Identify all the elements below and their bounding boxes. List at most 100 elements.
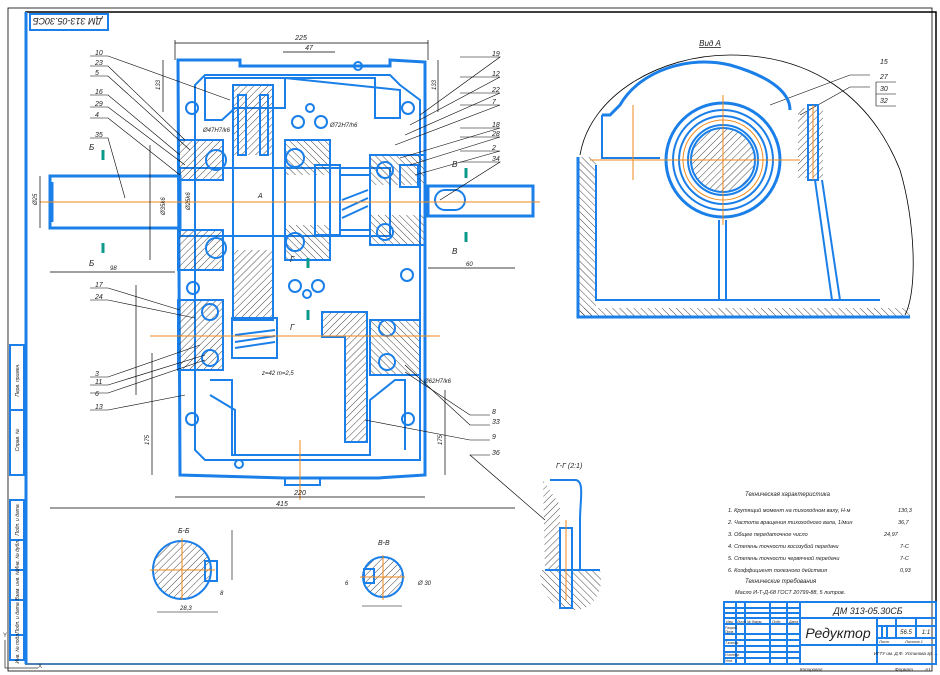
cut-label-b-top: Б — [89, 143, 94, 152]
gear-note: z=42 m=2,5 — [261, 371, 294, 377]
spec-value-4: 7-С — [900, 544, 909, 550]
callout-9: 9 — [492, 434, 496, 441]
section-vv — [360, 555, 405, 607]
tb-role-dev: Разраб. — [725, 626, 738, 630]
cut-label-g-top: Г — [290, 255, 295, 264]
section-bb-dim: 28,3 — [179, 606, 192, 612]
callout-6: 6 — [95, 391, 99, 398]
tech-specs-list: 1. Крутящий момент на тихоходном валу, Н… — [727, 507, 913, 574]
stamp-sign-date-2: Подп. и дата — [15, 602, 21, 634]
tb-header-izm: Изм. — [726, 620, 733, 624]
cut-label-b-bottom: Б — [89, 259, 94, 268]
cut-label-g-bottom: Г — [290, 323, 295, 332]
section-vv-title: В-В — [378, 540, 390, 547]
callout-4: 4 — [95, 112, 99, 119]
main-view — [48, 58, 535, 486]
title-org: ИГТУ им. Д.Ф. Устинова гр. ... — [874, 651, 938, 656]
format-value: А1 — [924, 667, 931, 672]
tb-header-date: Дата — [788, 620, 798, 624]
section-bb-key: 8 — [220, 591, 224, 597]
stamp-inv: Инв. № подл. — [15, 632, 21, 663]
spec-value-3: 24,97 — [883, 532, 899, 538]
spec-line-3: 3. Общее передаточное число — [728, 532, 808, 538]
callout-13: 13 — [95, 404, 103, 411]
callout-34: 34 — [492, 156, 500, 163]
callout-leaders — [90, 55, 870, 521]
dim-lower-right: 175 — [438, 434, 444, 445]
tb-role-tcontrol: Т.контр. — [725, 641, 739, 645]
view-a-title: Вид А — [699, 39, 721, 48]
stamp-first-use: Перв. примен. — [15, 363, 21, 396]
fit-2: Ø35k6 — [161, 197, 167, 216]
title-designation: ДМ 313-05.30СБ — [832, 606, 902, 616]
dim-base-width: 220 — [293, 490, 306, 497]
section-gg-title: Г-Г (2:1) — [556, 463, 582, 470]
title-block — [723, 601, 937, 665]
callout-8: 8 — [492, 409, 496, 416]
tech-req-line: Масло И-Т-Д-68 ГОСТ 20799-88, 5 литров. — [735, 590, 845, 596]
spec-value-1: 130,3 — [898, 508, 913, 514]
cut-markers — [101, 150, 468, 320]
callout-29: 29 — [94, 101, 103, 108]
dim-shaft-dia: Ø25 — [33, 193, 39, 206]
tech-specs-heading: Техническая характеристика — [745, 492, 831, 498]
spec-value-6: 0,93 — [900, 568, 912, 574]
tb-header-doc: № докум. — [747, 620, 762, 624]
callout-5: 5 — [95, 70, 99, 77]
section-bb-title: Б-Б — [178, 528, 190, 535]
dim-top-inner: 47 — [305, 45, 314, 52]
callout-12: 12 — [492, 71, 500, 78]
tb-header-list: Лист — [736, 620, 746, 624]
title-sheet: Лист — [878, 639, 890, 644]
corner-code-box — [29, 13, 109, 31]
view-a — [576, 54, 914, 319]
callout-17: 17 — [95, 282, 104, 289]
stamp-sign-date: Подп. и дата — [15, 504, 21, 536]
callout-36: 36 — [492, 450, 500, 457]
callout-3: 3 — [95, 371, 99, 378]
spec-line-1: 1. Крутящий момент на тихоходном валу, Н… — [728, 507, 851, 514]
tb-header-sign: Подп. — [772, 620, 781, 624]
callout-30: 30 — [880, 86, 888, 93]
section-bb — [150, 530, 233, 613]
corner-code: ДМ 313-05.30СБ — [33, 16, 103, 26]
format-label: Формат — [895, 667, 913, 672]
fit-3: Ø25k6 — [186, 192, 192, 211]
dim-left-length: 98 — [110, 266, 117, 272]
title-mass: 56.5 — [900, 630, 912, 636]
callout-2: 2 — [491, 145, 496, 152]
callout-27: 27 — [879, 74, 889, 81]
dim-lower-left: 175 — [145, 434, 151, 445]
fit-4: Ø72H7/h6 — [329, 123, 358, 129]
callout-18: 18 — [492, 122, 500, 129]
dim-top-width: 225 — [294, 35, 307, 42]
dim-overall-width: 415 — [276, 501, 288, 508]
title-name: Редуктор — [805, 625, 870, 641]
callout-32: 32 — [880, 98, 888, 105]
callout-15: 15 — [880, 59, 888, 66]
tech-req-heading: Технические требования — [745, 579, 817, 585]
spec-value-2: 36,7 — [898, 520, 910, 526]
callout-19: 19 — [492, 51, 500, 58]
callout-22: 22 — [491, 87, 500, 94]
callout-24: 24 — [94, 294, 103, 301]
dimension-lines — [39, 40, 515, 509]
outer-border — [7, 7, 933, 672]
title-sheets: Листов 1 — [904, 639, 923, 644]
stamp-replace: Взам. инв. № — [15, 569, 21, 601]
callout-28: 28 — [491, 131, 500, 138]
dim-right-height: 133 — [432, 79, 438, 90]
spec-line-2: 2. Частота вращения тихоходного вала, 1/… — [727, 520, 852, 526]
ucs-icon: Y X — [3, 633, 42, 670]
dim-right-length: 60 — [466, 262, 473, 268]
bolt-holes — [185, 61, 415, 469]
section-vv-dim: Ø 30 — [417, 581, 432, 587]
fit-5: Ø62H7/k6 — [423, 379, 452, 385]
spec-line-5: 5. Степень точности червячной передачи — [728, 555, 839, 562]
side-stamp — [9, 344, 25, 661]
stamp-dup: Инв. № дубл. — [15, 540, 21, 571]
view-arrow-a: А — [257, 193, 263, 200]
cut-label-v-top: В — [452, 160, 458, 169]
dim-left-height: 133 — [156, 79, 162, 90]
